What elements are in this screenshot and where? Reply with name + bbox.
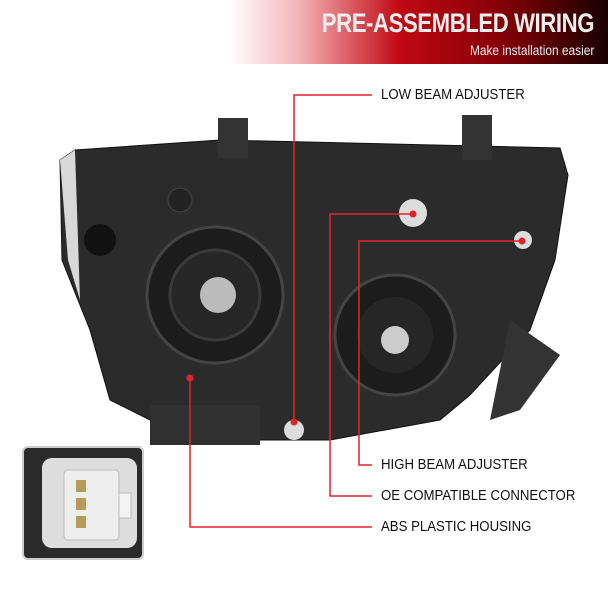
banner-title: PRE-ASSEMBLED WIRING bbox=[321, 8, 595, 38]
connector-inset bbox=[22, 446, 144, 560]
connector-icon bbox=[42, 458, 137, 548]
banner-subtitle: Make installation easier bbox=[469, 42, 594, 58]
callout-lines bbox=[189, 94, 522, 528]
callout-abs-housing: ABS PLASTIC HOUSING bbox=[381, 518, 532, 535]
callout-high-beam-adjuster: HIGH BEAM ADJUSTER bbox=[381, 456, 528, 473]
header-banner: PRE-ASSEMBLED WIRING Make installation e… bbox=[230, 0, 608, 64]
callout-low-beam-adjuster: LOW BEAM ADJUSTER bbox=[381, 86, 525, 103]
callout-oe-connector: OE COMPATIBLE CONNECTOR bbox=[381, 487, 576, 504]
callout-dots bbox=[186, 210, 526, 426]
headlight-housing bbox=[59, 115, 569, 445]
